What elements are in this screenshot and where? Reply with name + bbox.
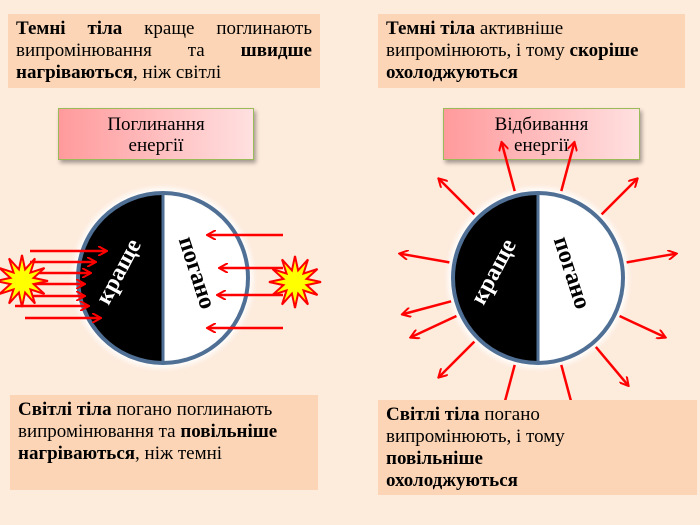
right-globe: краще погано bbox=[448, 188, 628, 368]
arrow bbox=[411, 314, 457, 337]
arrow bbox=[619, 314, 665, 337]
arrow bbox=[439, 179, 476, 216]
left-globe: краще погано bbox=[73, 188, 253, 368]
bold-text: Темні тіла bbox=[386, 18, 476, 39]
bold-text: повільніше охолоджуються bbox=[386, 448, 518, 491]
label-line: енергії bbox=[514, 135, 569, 156]
text: активніше випромінюють, і тому bbox=[386, 18, 570, 61]
label-line: Відбивання bbox=[494, 114, 589, 135]
bottom-right-note: Світлі тіла погано випромінюють, і тому … bbox=[378, 400, 697, 495]
dark-half bbox=[453, 193, 538, 363]
arrow bbox=[403, 300, 452, 314]
text: краще поглинають випромінювання та bbox=[16, 18, 312, 61]
bold-text: Темні тіла bbox=[16, 18, 123, 39]
arrow bbox=[400, 254, 450, 264]
text: погано випромінюють, і тому bbox=[386, 404, 565, 447]
bold-text: скоріше охолоджуються bbox=[386, 40, 639, 83]
bold-text: повільніше нагріваються bbox=[18, 421, 278, 464]
arrow bbox=[560, 143, 574, 192]
text: , ніж темні bbox=[135, 443, 223, 464]
bold-text: Світлі тіла bbox=[18, 399, 112, 420]
bold-text: швидше нагріваються bbox=[16, 40, 312, 83]
text: , ніж світлі bbox=[133, 62, 222, 83]
label-line: Поглинання bbox=[107, 114, 205, 135]
arrow bbox=[594, 346, 628, 385]
bold-text: Світлі тіла bbox=[386, 404, 480, 425]
arrow bbox=[626, 254, 676, 264]
arrow bbox=[439, 340, 476, 377]
sun-burst-icon bbox=[268, 255, 322, 309]
bottom-left-note: Світлі тіла погано поглинають випромінюв… bbox=[10, 395, 318, 490]
label-line: енергії bbox=[128, 135, 184, 156]
sun-burst-icon bbox=[0, 254, 49, 308]
top-left-note: Темні тіла краще поглинають випромінюван… bbox=[8, 14, 320, 88]
arrow bbox=[600, 179, 637, 216]
text: погано поглинають випромінювання та bbox=[18, 399, 273, 442]
arrow bbox=[502, 143, 516, 192]
light-half bbox=[538, 193, 623, 363]
top-right-note: Темні тіла активніше випромінюють, і том… bbox=[378, 14, 685, 88]
